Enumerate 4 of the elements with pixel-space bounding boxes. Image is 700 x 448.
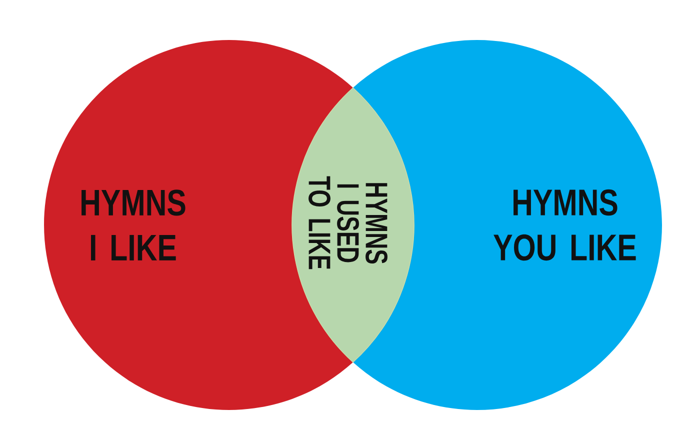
set-label: HYMNS YOU LIKE	[494, 189, 636, 261]
overlap-lens	[292, 87, 414, 363]
set-label: HYMNS I LIKE	[82, 190, 186, 260]
set-label: HYMNS I USED TO LIKE	[308, 176, 388, 270]
